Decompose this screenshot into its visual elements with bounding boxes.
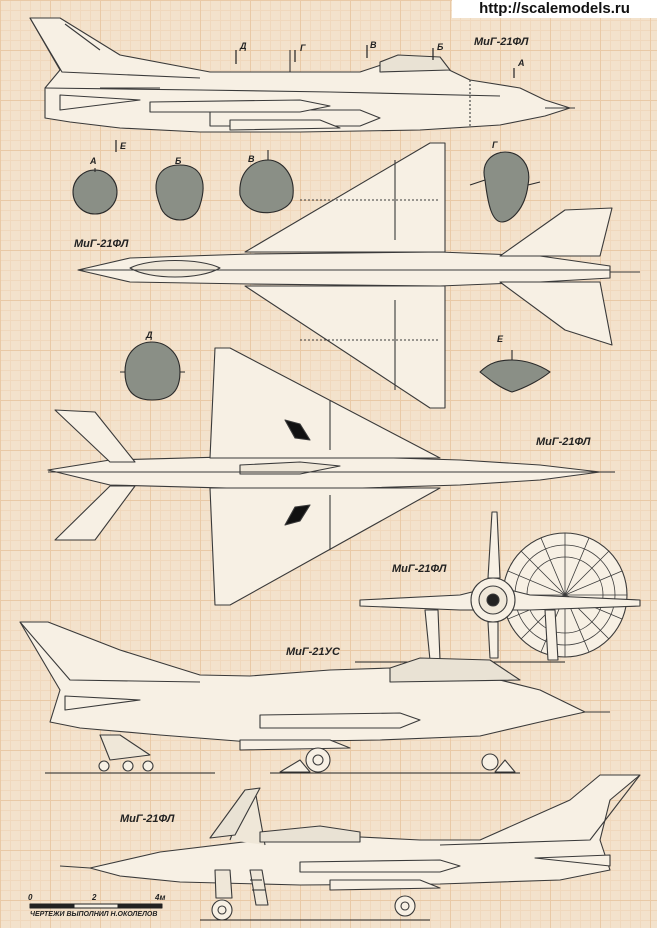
section-label-b: Б xyxy=(175,156,182,166)
label-plan-top: МиГ-21ФЛ xyxy=(74,238,129,250)
label-plan-bottom: МиГ-21ФЛ xyxy=(536,436,591,448)
scale-label-0: 0 xyxy=(28,893,33,902)
marker-a: А xyxy=(518,58,525,68)
side-view-mig21fl-bottom xyxy=(59,774,641,921)
section-label-d: Д xyxy=(146,330,153,340)
scale-label-2: 2 xyxy=(92,893,97,902)
marker-b: Б xyxy=(437,42,444,52)
section-label-a: А xyxy=(90,156,97,166)
credit-line: ЧЕРТЕЖИ ВЫПОЛНИЛ Н.ОКОЛЕЛОВ xyxy=(30,911,158,918)
label-front: МиГ-21ФЛ xyxy=(392,563,447,575)
scale-bar xyxy=(29,903,163,909)
label-side-bottom: МиГ-21ФЛ xyxy=(120,813,175,825)
label-side-top: МиГ-21ФЛ xyxy=(474,36,529,48)
section-label-g: Г xyxy=(492,140,498,150)
side-view-mig21us xyxy=(19,621,610,774)
marker-d: Д xyxy=(240,41,247,51)
side-view-mig21fl-top xyxy=(29,17,575,133)
marker-v: В xyxy=(370,40,377,50)
plan-view-mig21fl-bottom xyxy=(47,347,615,606)
watermark-url: http://scalemodels.ru xyxy=(452,0,657,18)
cross-sections-row1 xyxy=(72,150,541,223)
marker-g: Г xyxy=(300,43,306,53)
label-side-us: МиГ-21УС xyxy=(286,646,340,658)
front-view-mig21fl xyxy=(355,511,641,663)
section-label-e: Е xyxy=(497,334,504,344)
scale-label-4: 4м xyxy=(155,893,166,902)
section-label-v: В xyxy=(248,154,255,164)
cross-sections-row2 xyxy=(120,341,551,401)
marker-e: Е xyxy=(120,141,127,151)
plan-view-mig21fl-top xyxy=(77,142,640,409)
